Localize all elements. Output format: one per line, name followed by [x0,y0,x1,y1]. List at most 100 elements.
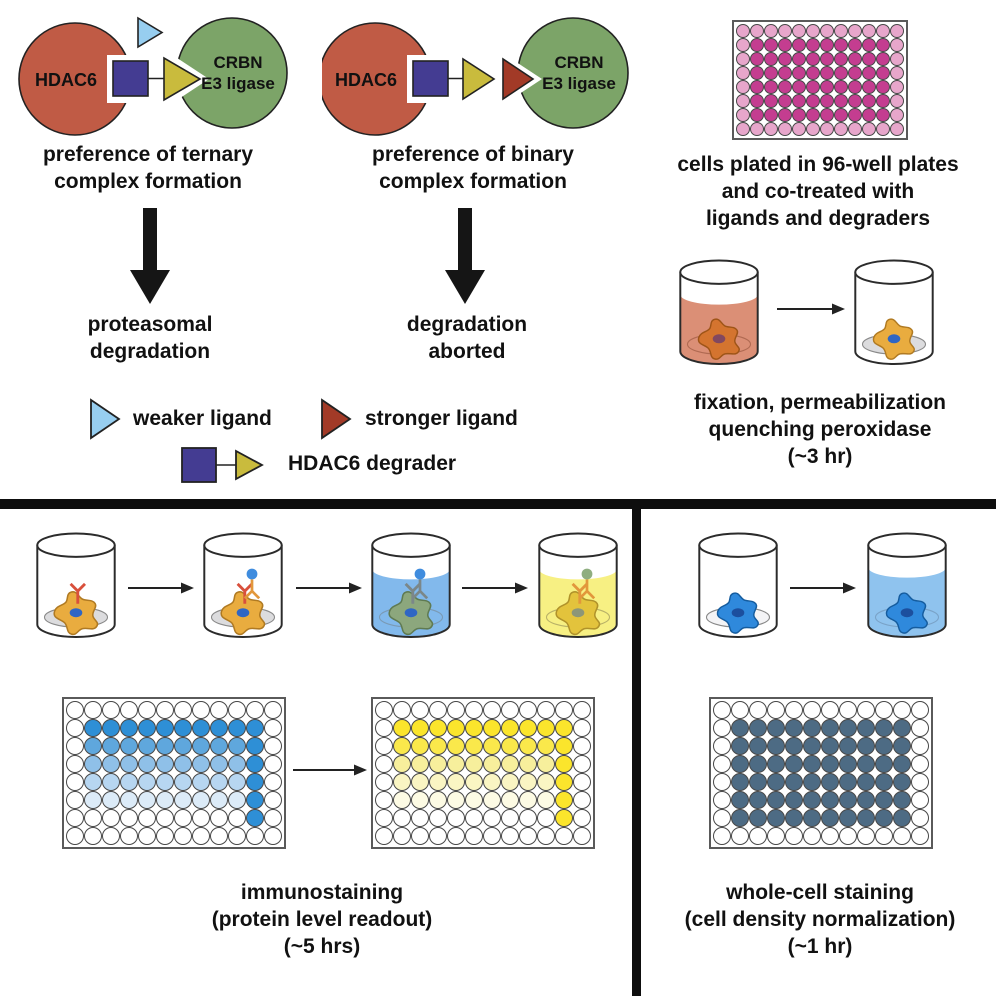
well [501,755,519,773]
well [228,719,246,737]
well [911,773,929,791]
well [246,719,264,737]
well [411,737,429,755]
well [246,755,264,773]
well [848,108,862,122]
beaker-wholecell-after [867,532,947,638]
hdac6-label: HDAC6 [35,70,97,90]
well [792,122,806,136]
well [876,24,890,38]
well [911,701,929,719]
well [102,737,120,755]
well [750,108,764,122]
well [862,24,876,38]
well [174,827,192,845]
down-arrow-ternary [130,208,170,304]
well [246,737,264,755]
well [749,755,767,773]
well [767,791,785,809]
well [778,94,792,108]
well [731,701,749,719]
well [411,701,429,719]
well [736,94,750,108]
well [893,737,911,755]
crbn-binder-triangle [462,57,496,101]
well [483,719,501,737]
well [778,38,792,52]
well [447,827,465,845]
well [210,719,228,737]
well [537,827,555,845]
well [713,701,731,719]
well [465,737,483,755]
well [876,80,890,94]
well [731,773,749,791]
well [839,809,857,827]
well [537,719,555,737]
well [862,94,876,108]
well [501,773,519,791]
well [820,122,834,136]
wholecell-plate [709,697,933,849]
well [174,737,192,755]
well [890,80,904,94]
well [848,24,862,38]
well [764,38,778,52]
well [862,122,876,136]
well [862,66,876,80]
well [839,827,857,845]
well [803,773,821,791]
hrp-dot [581,568,593,580]
well [839,701,857,719]
degrader-warhead-square [112,60,149,97]
nucleus [887,334,901,344]
well [876,94,890,108]
well [785,809,803,827]
well [749,809,767,827]
well [792,94,806,108]
well [501,701,519,719]
well [821,773,839,791]
well [731,791,749,809]
well [393,827,411,845]
well [393,773,411,791]
well [803,827,821,845]
degrader-warhead-square [412,60,449,97]
well [84,719,102,737]
well [821,809,839,827]
well [429,719,447,737]
well [820,24,834,38]
well [848,66,862,80]
well [84,827,102,845]
well [447,791,465,809]
binary-complex-diagram: HDAC6 CRBN E3 ligase [322,17,629,136]
well [393,809,411,827]
well [228,701,246,719]
well [893,755,911,773]
well [66,773,84,791]
well [555,809,573,827]
well [862,108,876,122]
well [264,737,282,755]
well [890,52,904,66]
well [519,719,537,737]
well [785,827,803,845]
well [806,80,820,94]
well [820,108,834,122]
well [834,24,848,38]
well [375,827,393,845]
well [792,38,806,52]
hrp-dot [414,568,426,580]
well [857,773,875,791]
well [483,737,501,755]
immunostaining-caption: immunostaining (protein level readout) (… [211,881,433,958]
well [821,719,839,737]
well [501,827,519,845]
well [519,827,537,845]
well [778,66,792,80]
well [192,791,210,809]
well [857,701,875,719]
well [890,38,904,52]
well [84,701,102,719]
well [411,791,429,809]
